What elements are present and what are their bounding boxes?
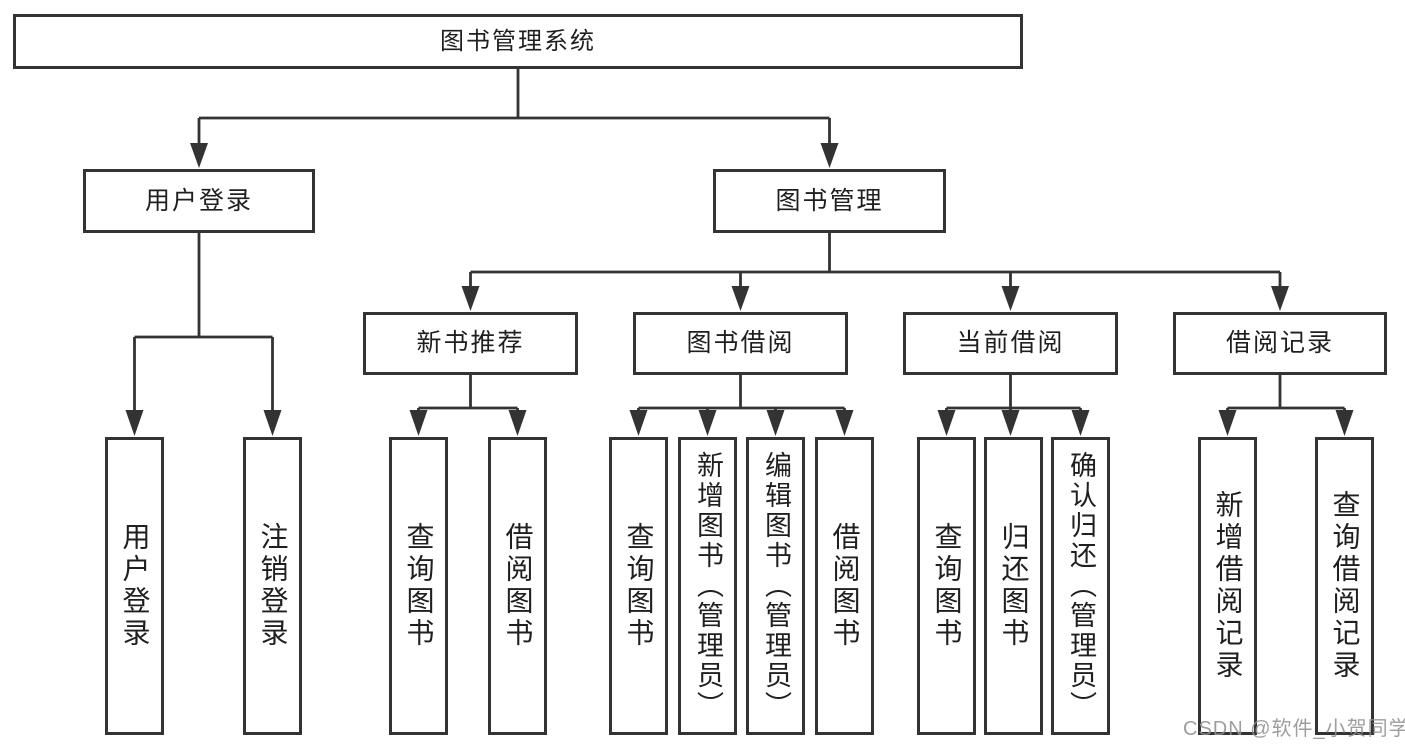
leaf-borrow-query-books: 查询图书: [609, 437, 668, 735]
leaf-logout: 注销登录: [243, 437, 302, 735]
connector-borrow-records-children: [1218, 375, 1354, 436]
node-library-system: 图书管理系统: [13, 14, 1023, 69]
connector-book-management-children: [461, 233, 1289, 311]
arrowhead-icon: [190, 143, 208, 168]
connector-line: [945, 375, 1082, 413]
connector-new-book-children: [409, 375, 527, 436]
node-book-management: 图书管理: [713, 169, 946, 233]
node-new-book-recommend: 新书推荐: [363, 312, 578, 375]
leaf-user-login: 用户登录: [105, 437, 164, 735]
node-label: 借阅记录: [1225, 329, 1334, 357]
connector-book-borrow-children: [629, 375, 854, 436]
arrowhead-icon: [263, 410, 282, 436]
arrowhead-icon: [698, 410, 717, 436]
arrowhead-icon: [1335, 410, 1354, 436]
node-label: 借阅图书: [829, 522, 861, 650]
connector-line: [1226, 375, 1346, 413]
leaf-borrow-borrow-books: 借阅图书: [815, 437, 874, 735]
connector-line: [637, 375, 846, 413]
node-label: 图书管理: [775, 186, 884, 215]
leaf-current-return-books: 归还图书: [984, 437, 1043, 735]
arrowhead-icon: [1001, 286, 1020, 311]
arrowhead-icon: [1218, 410, 1237, 436]
arrowhead-icon: [125, 410, 144, 436]
node-label: 归还图书: [998, 522, 1030, 650]
node-label: 新增图书（管理员）: [693, 451, 723, 721]
node-label: 当前借阅: [956, 329, 1065, 357]
arrowhead-icon: [731, 286, 750, 311]
node-label: 编辑图书（管理员）: [761, 451, 791, 721]
node-label: 查询图书: [623, 522, 655, 650]
connector-current-borrow-children: [937, 375, 1090, 436]
arrowhead-icon: [937, 410, 956, 436]
watermark-text: CSDN @软件_小贺同学: [1183, 718, 1405, 740]
node-label: 确认归还（管理员）: [1066, 451, 1096, 721]
arrowhead-icon: [409, 410, 428, 436]
leaf-borrow-edit-books-admin: 编辑图书（管理员）: [746, 437, 805, 735]
node-label: 图书借阅: [686, 329, 795, 357]
leaf-newbook-borrow-books: 借阅图书: [488, 437, 547, 735]
node-current-borrow: 当前借阅: [903, 312, 1118, 375]
node-user-login: 用户登录: [83, 169, 315, 233]
leaf-current-query-books: 查询图书: [917, 437, 976, 735]
connector-line: [469, 233, 1282, 290]
node-label: 新书推荐: [416, 329, 525, 357]
leaf-records-add-record: 新增借阅记录: [1198, 437, 1257, 735]
node-label: 查询图书: [403, 522, 435, 650]
leaf-newbook-query-books: 查询图书: [389, 437, 448, 735]
node-book-borrow: 图书借阅: [633, 312, 848, 375]
arrowhead-icon: [1001, 410, 1020, 436]
node-label: 用户登录: [144, 186, 253, 215]
connector-line: [197, 69, 831, 146]
leaf-current-confirm-return-admin: 确认归还（管理员）: [1051, 437, 1110, 735]
connector-user-login-children: [125, 233, 282, 436]
node-label: 图书管理系统: [440, 27, 596, 55]
arrowhead-icon: [1271, 286, 1289, 311]
arrowhead-icon: [629, 410, 648, 436]
connector-root-to-level2: [190, 69, 839, 168]
arrowhead-icon: [835, 410, 854, 436]
node-label: 借阅图书: [502, 522, 534, 650]
node-label: 注销登录: [257, 522, 289, 650]
arrowhead-icon: [461, 286, 480, 311]
arrowhead-icon: [508, 410, 527, 436]
leaf-records-query-record: 查询借阅记录: [1315, 437, 1374, 735]
node-label: 新增借阅记录: [1212, 490, 1244, 682]
arrowhead-icon: [1071, 410, 1090, 436]
node-label: 用户登录: [119, 522, 151, 650]
arrowhead-icon: [766, 410, 785, 436]
node-borrow-records: 借阅记录: [1173, 312, 1387, 375]
node-label: 查询借阅记录: [1329, 490, 1361, 682]
node-label: 查询图书: [931, 522, 963, 650]
connector-line: [417, 375, 519, 413]
connector-line: [133, 233, 274, 413]
arrowhead-icon: [820, 143, 839, 168]
leaf-borrow-add-books-admin: 新增图书（管理员）: [678, 437, 737, 735]
